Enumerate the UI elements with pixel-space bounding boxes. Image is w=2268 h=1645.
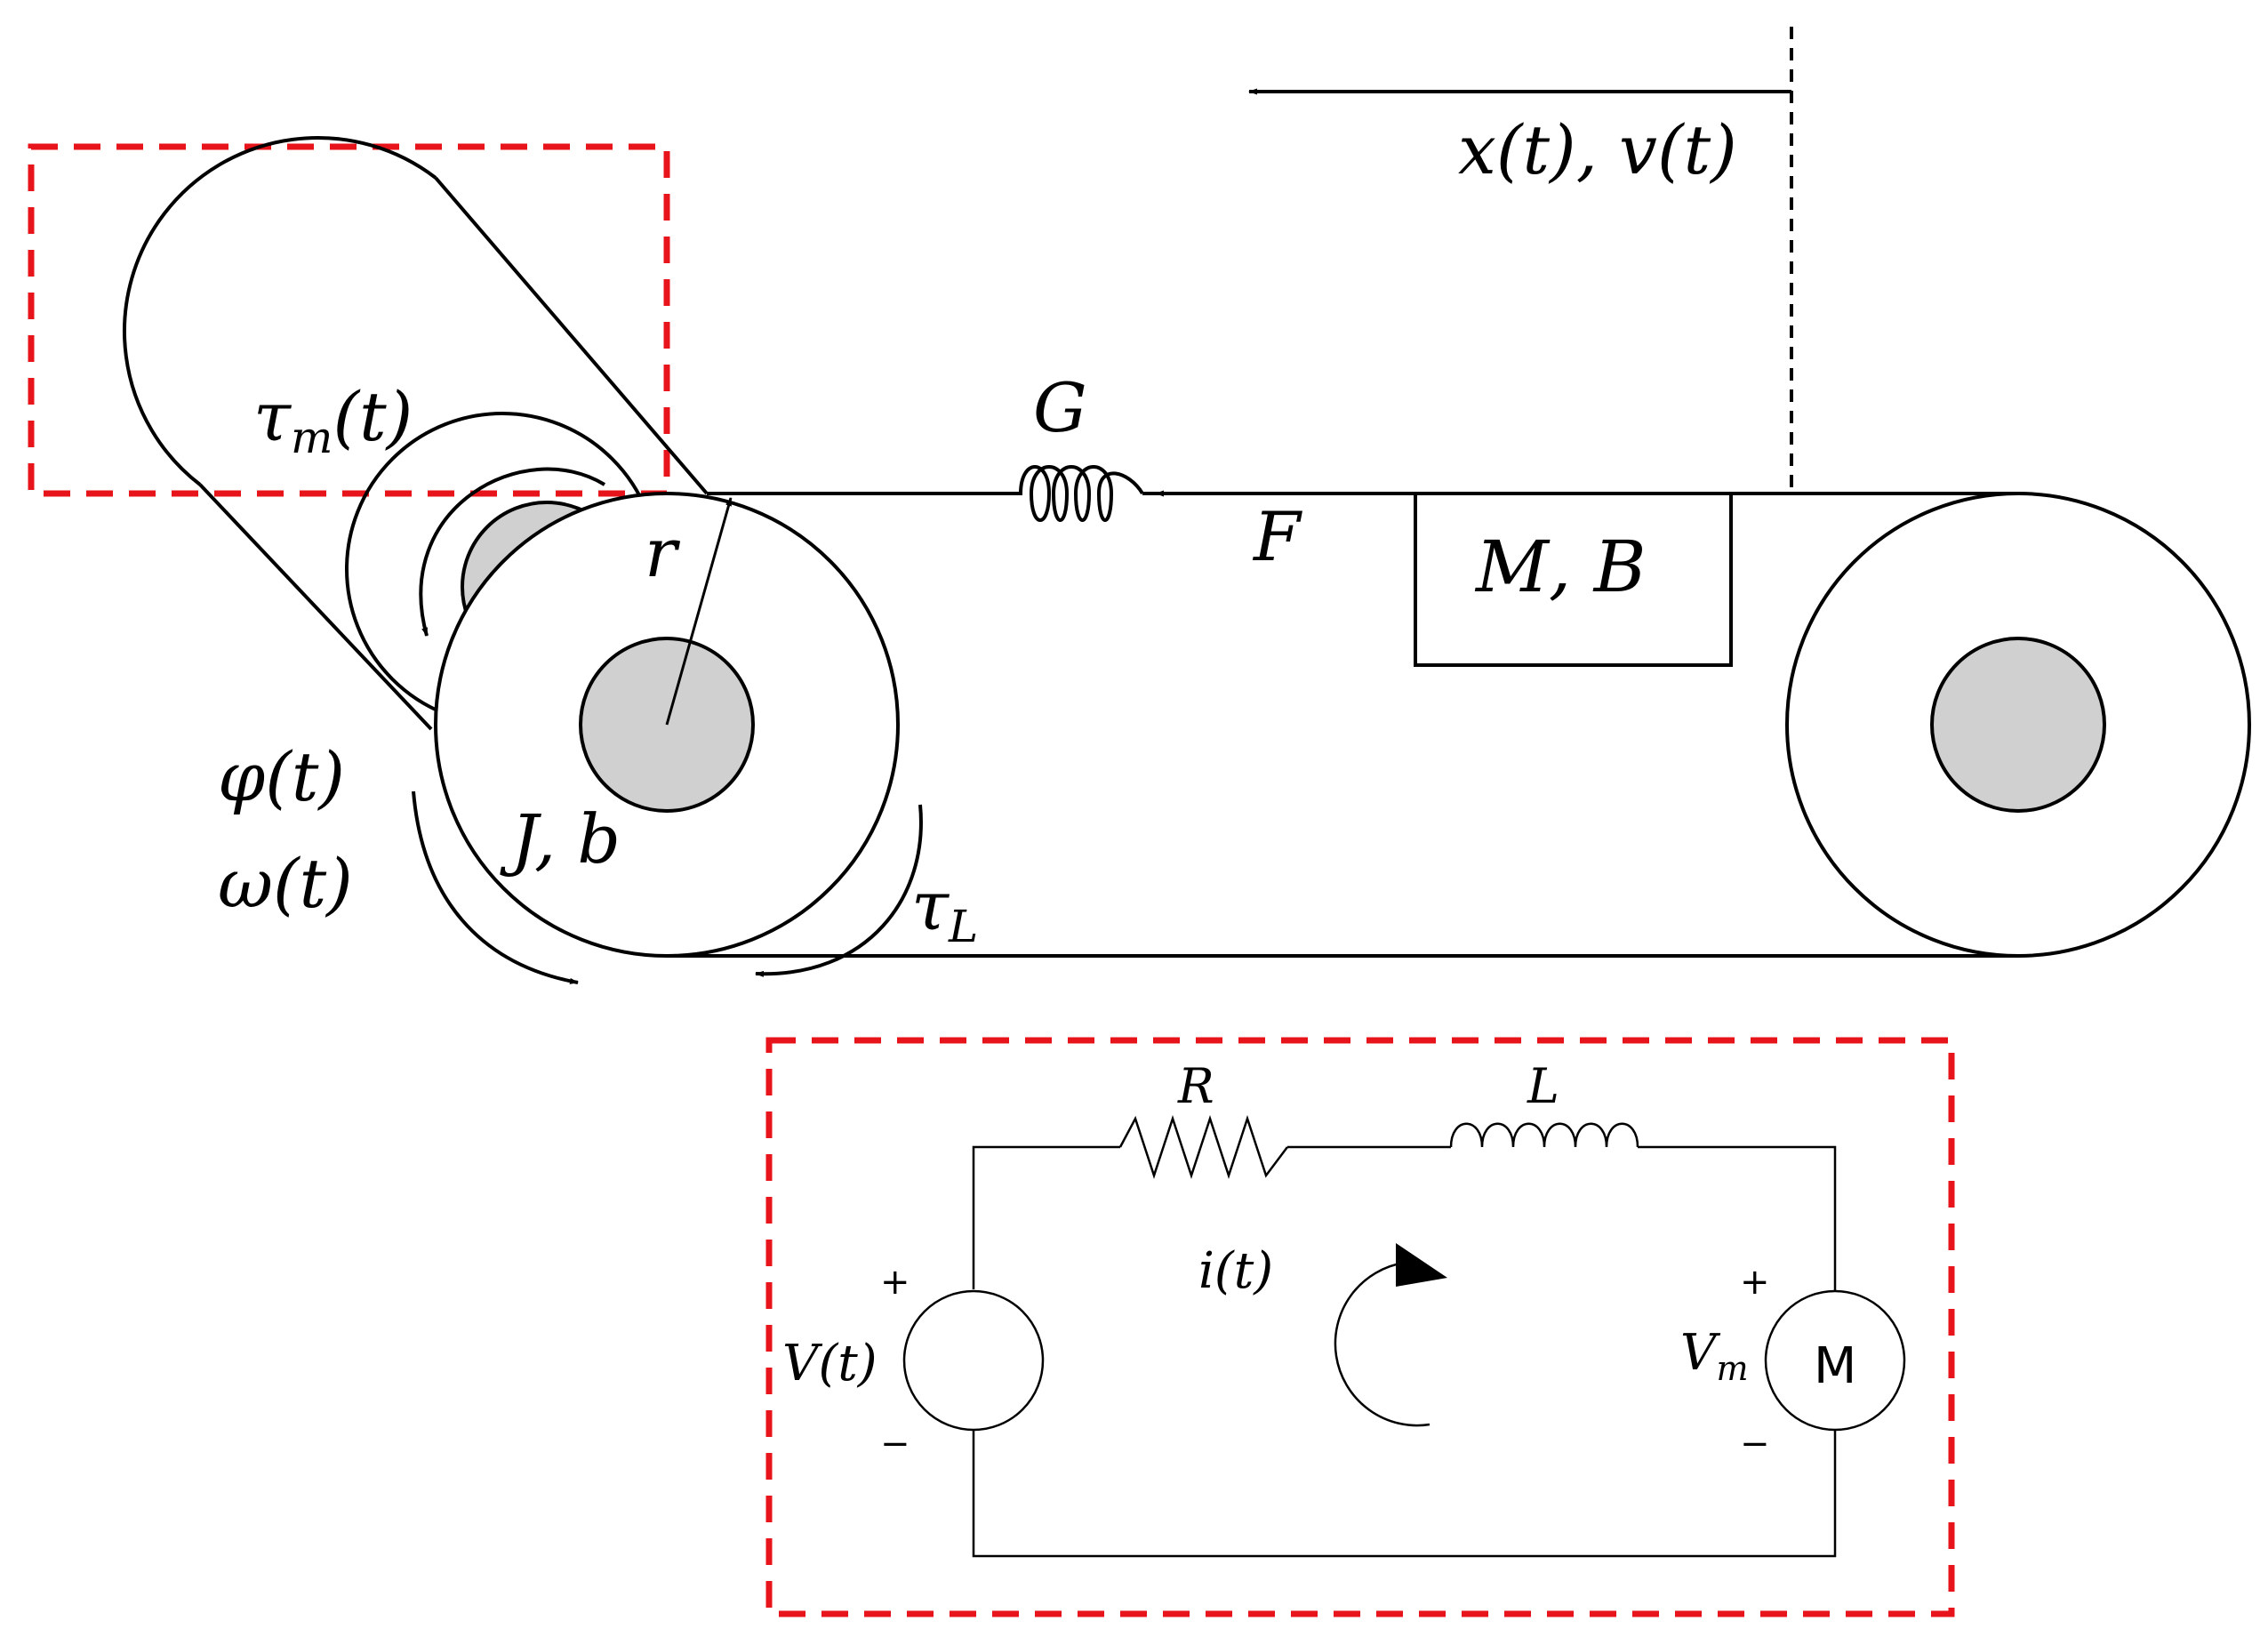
spring-gain-label: G bbox=[1033, 368, 1087, 447]
source-plus-sign: + bbox=[880, 1262, 910, 1303]
current-label: i(t) bbox=[1198, 1242, 1273, 1300]
circuit-wire-top-right bbox=[1638, 1145, 1837, 1291]
motor-plus-sign: + bbox=[1740, 1262, 1770, 1303]
force-label: F bbox=[1252, 497, 1302, 576]
source-minus-sign: − bbox=[880, 1424, 910, 1464]
current-loop-arrow bbox=[1334, 1261, 1431, 1427]
motor-torque-arrow bbox=[419, 467, 606, 637]
source-voltage-label: V(t) bbox=[782, 1335, 878, 1392]
motor-cylinder bbox=[123, 136, 709, 731]
radius-label: r bbox=[645, 513, 681, 592]
load-torque-label: τL bbox=[911, 866, 978, 952]
motor-highlight-box bbox=[28, 143, 670, 497]
inductor bbox=[1449, 1122, 1639, 1148]
inertia-friction-label: J, b bbox=[500, 799, 621, 879]
inductor-label: L bbox=[1527, 1058, 1559, 1114]
resistor-label: R bbox=[1177, 1058, 1214, 1114]
circuit-wire-bottom bbox=[972, 1430, 1837, 1558]
current-arrow-head bbox=[1396, 1243, 1447, 1287]
motor-letter: M bbox=[1814, 1337, 1856, 1395]
radius-arrow bbox=[665, 497, 733, 726]
spring-coil bbox=[994, 465, 1144, 522]
motor-symbol bbox=[1764, 1289, 1906, 1432]
motor-voltage-label: Vm bbox=[1680, 1324, 1749, 1388]
motor-torque-label: τm(t) bbox=[253, 377, 413, 463]
circuit-highlight-box bbox=[765, 1037, 1955, 1617]
motor-minus-sign: − bbox=[1740, 1424, 1770, 1464]
mass-block bbox=[1414, 492, 1733, 667]
angular-velocity-label: ω(t) bbox=[218, 844, 353, 923]
load-torque-arrow bbox=[755, 804, 923, 977]
mass-damping-label: M, B bbox=[1474, 526, 1647, 608]
circuit-wire-top-left bbox=[972, 1145, 1120, 1289]
voltage-source bbox=[902, 1289, 1045, 1432]
position-velocity-label: x(t), v(t) bbox=[1458, 110, 1737, 189]
angular-velocity-arrow bbox=[412, 790, 579, 984]
idler-pulley-hub bbox=[1930, 637, 2106, 813]
angle-label: φ(t) bbox=[218, 737, 345, 816]
resistor bbox=[1118, 1114, 1288, 1180]
